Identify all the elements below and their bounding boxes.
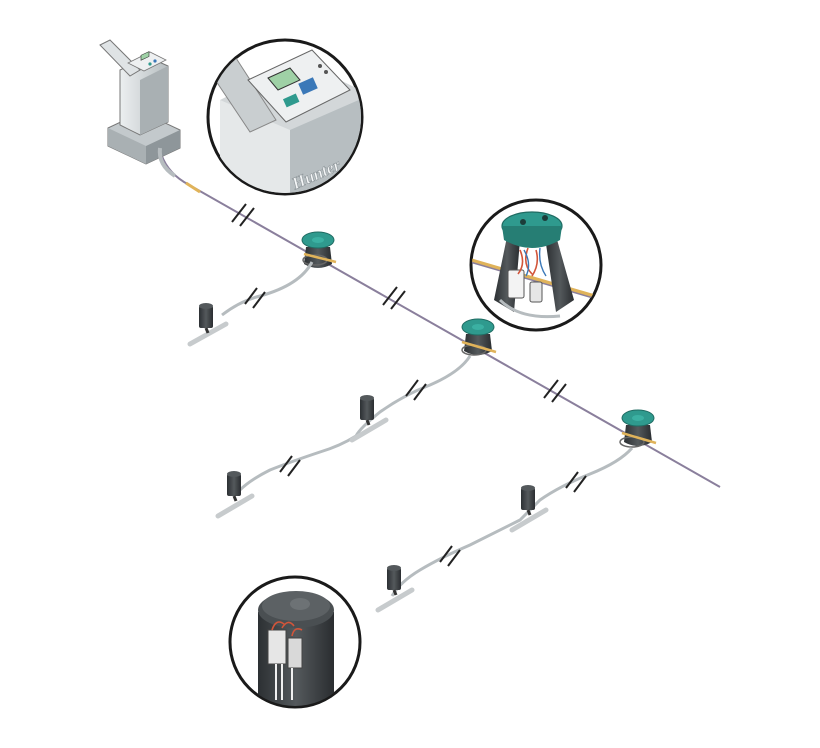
cable-break-icon — [565, 471, 587, 493]
decoder-module-icon — [619, 409, 657, 448]
cable-break-icon — [405, 379, 427, 401]
controller-zoom-detail: Hunter — [206, 38, 364, 196]
solenoid-zoom-detail — [228, 575, 362, 709]
controller-cabinet-icon — [99, 39, 181, 165]
cable-break-icon — [543, 379, 567, 403]
cable-break-icon — [244, 287, 266, 309]
cable-break-icon — [439, 545, 461, 567]
valve-solenoid-icon — [215, 471, 255, 519]
decoder-module-icon — [461, 318, 497, 356]
cable-break-icon — [382, 286, 406, 310]
cable-break-icon — [231, 203, 255, 227]
cable-break-icon — [279, 455, 301, 477]
valve-solenoid-icon — [349, 395, 389, 443]
valve-solenoid-icon — [509, 485, 549, 533]
valve-solenoid-icon — [375, 565, 415, 613]
decoder-zoom-detail — [469, 198, 603, 332]
decoder-module-icon — [301, 231, 337, 268]
valve-solenoid-icon — [187, 303, 229, 347]
